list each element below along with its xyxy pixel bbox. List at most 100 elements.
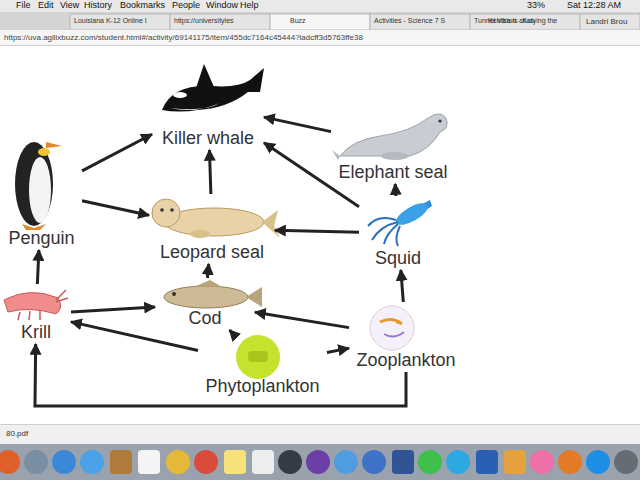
zooplankton-picture (370, 306, 414, 350)
organism-node: Leopard seal (151, 196, 273, 262)
penguin-picture (29, 157, 51, 223)
energy-flow-arrow (401, 270, 403, 302)
penguin-picture (46, 142, 62, 148)
leopard-seal-picture (190, 230, 210, 238)
energy-flow-arrow (207, 264, 208, 278)
leopard-seal-picture (160, 208, 164, 212)
menu-bar-text: People (172, 0, 200, 10)
organism-label: Killer whale (154, 128, 262, 148)
dock-icons (418, 450, 442, 474)
killer-whale-picture (162, 68, 264, 112)
krill-picture (56, 290, 68, 302)
phytoplankton-picture (236, 335, 280, 379)
browser-chrome (0, 444, 640, 480)
organism-label: Cod (157, 308, 253, 328)
energy-flow-arrow (255, 312, 349, 327)
dock-icons (504, 450, 526, 474)
dock-icons (80, 450, 104, 474)
browser-chrome (70, 14, 170, 30)
dock-icons (224, 450, 246, 474)
energy-flow-arrow (37, 250, 39, 284)
krill-picture (4, 290, 68, 320)
menu-bar-text: Bookmarks (120, 0, 165, 10)
killer-whale-picture (196, 64, 214, 88)
organism-label: Leopard seal (151, 242, 273, 262)
leopard-seal-picture (152, 199, 280, 238)
menu-bar-text: Edit (38, 0, 54, 10)
organism-node: Penguin (3, 136, 80, 248)
killer-whale-picture (162, 64, 264, 112)
menu-bar-text: Help (240, 0, 259, 10)
cod-picture (196, 280, 222, 287)
zooplankton-picture (370, 306, 414, 350)
squid-picture (393, 199, 431, 229)
elephant-seal-picture (381, 152, 409, 160)
energy-flow-arrow (82, 201, 149, 216)
browser-chrome (170, 14, 270, 30)
leopard-seal-picture (170, 208, 174, 212)
browser-chrome (0, 12, 640, 30)
organism-node: Phytoplankton (200, 334, 325, 396)
organism-node: Squid (361, 198, 435, 268)
dock-icons (362, 450, 386, 474)
organism-node: Cod (157, 280, 253, 328)
phytoplankton-picture (236, 335, 280, 379)
dock-icons (0, 450, 638, 474)
penguin-picture (38, 148, 50, 156)
organism-node: Elephant seal (333, 108, 453, 182)
dock-icons (446, 450, 470, 474)
squid-picture (368, 218, 400, 246)
energy-flow-arrow (71, 322, 198, 351)
energy-flow-arrow (35, 344, 406, 406)
energy-flow-arrow (71, 307, 155, 312)
squid-picture (368, 199, 432, 246)
dock-icons (614, 450, 638, 474)
phytoplankton-picture (248, 351, 268, 362)
energy-flow-arrow (209, 150, 210, 194)
organism-node: Krill (3, 286, 69, 342)
dock-icons (530, 450, 554, 474)
tab-title: Louisiana K-12 Online I (74, 17, 147, 25)
cod-picture (246, 287, 262, 307)
dock-icons (194, 450, 218, 474)
browser-chrome (0, 424, 640, 444)
dock-icons (278, 450, 302, 474)
organism-label: Zooplankton (351, 350, 461, 370)
cod-picture (164, 286, 248, 308)
dock-icons (586, 450, 610, 474)
organism-label: Elephant seal (333, 162, 453, 182)
leopard-seal-picture (262, 210, 280, 238)
krill-picture (18, 311, 40, 320)
dock-icons (0, 450, 20, 474)
energy-flow-arrow (275, 230, 359, 232)
elephant-seal-picture (438, 119, 441, 122)
dock-icons (476, 450, 498, 474)
download-item: 80.pdf (6, 429, 28, 438)
browser-chrome (370, 14, 470, 30)
penguin-picture (15, 142, 53, 226)
dock-icons (392, 450, 414, 474)
browser-chrome (470, 14, 580, 30)
dock-icons (52, 450, 76, 474)
menu-bar-text: View (60, 0, 79, 10)
browser-chrome (0, 0, 640, 12)
energy-flow-arrow (264, 117, 331, 131)
browser-chrome (0, 30, 640, 46)
address-bar-url: https://uva.agilixbuzz.com/student.html#… (4, 33, 363, 42)
menu-bar-text: Sat 12:28 AM (567, 0, 621, 10)
menu-bar-text: History (84, 0, 112, 10)
menu-bar-text: Window (206, 0, 238, 10)
menu-bar-text: 33% (527, 0, 545, 10)
energy-flow-arrow (230, 330, 232, 332)
dock-icons (252, 450, 274, 474)
browser-chrome (580, 14, 640, 30)
organism-label: Penguin (3, 228, 80, 248)
organism-label: Phytoplankton (200, 376, 325, 396)
krill-picture (4, 292, 61, 314)
killer-whale-picture (170, 103, 220, 110)
dock-icons (110, 450, 132, 474)
dock-icons (24, 450, 48, 474)
killer-whale-picture (173, 92, 187, 98)
